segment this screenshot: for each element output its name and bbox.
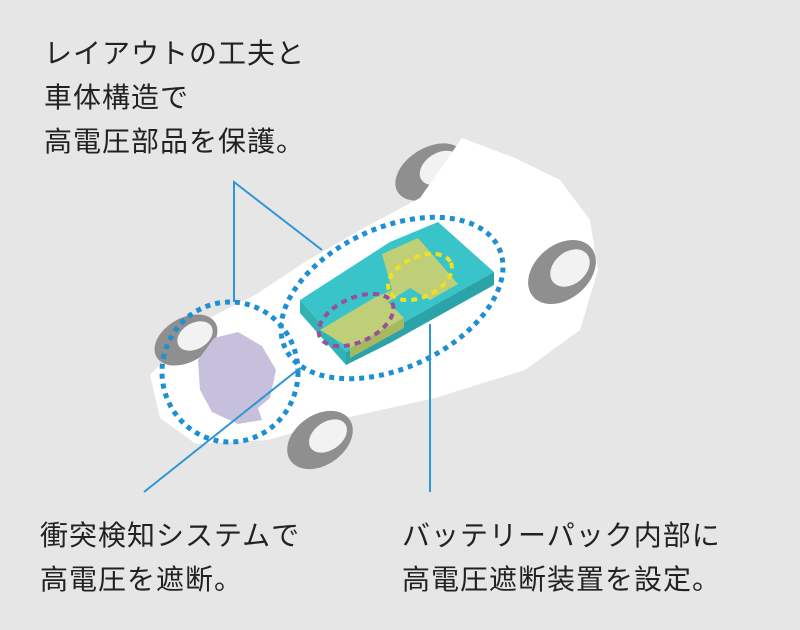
wheel-front-left xyxy=(287,410,353,470)
caption-line: 衝突検知システムで xyxy=(40,519,301,552)
caption-layout-protection: レイアウトの工夫と 車体構造で 高電圧部品を保護。 xyxy=(44,32,305,164)
caption-battery-cutoff: バッテリーパック内部に 高電圧遮断装置を設定。 xyxy=(402,514,721,602)
wheel-rear-left xyxy=(154,314,218,366)
caption-line: バッテリーパック内部に xyxy=(402,519,721,552)
magenta-zone-outline xyxy=(316,291,396,349)
caption-line: 車体構造で xyxy=(44,81,190,114)
caption-collision-detection: 衝突検知システムで 高電圧を遮断。 xyxy=(40,514,300,602)
motor-unit xyxy=(198,332,276,424)
battery-zone-outline xyxy=(278,214,506,382)
wheel-front-right xyxy=(528,239,596,305)
caption-line: 高電圧部品を保護。 xyxy=(44,125,306,158)
yellow-zone-outline xyxy=(386,251,454,303)
t-component xyxy=(320,238,458,358)
motor-zone-outline xyxy=(159,299,301,445)
caption-line: 高電圧を遮断。 xyxy=(40,563,244,596)
callout-line-layout xyxy=(233,179,323,302)
caption-line: レイアウトの工夫と xyxy=(44,37,306,70)
callout-line-collision xyxy=(143,367,301,493)
caption-line: 高電圧遮断装置を設定。 xyxy=(402,563,722,596)
